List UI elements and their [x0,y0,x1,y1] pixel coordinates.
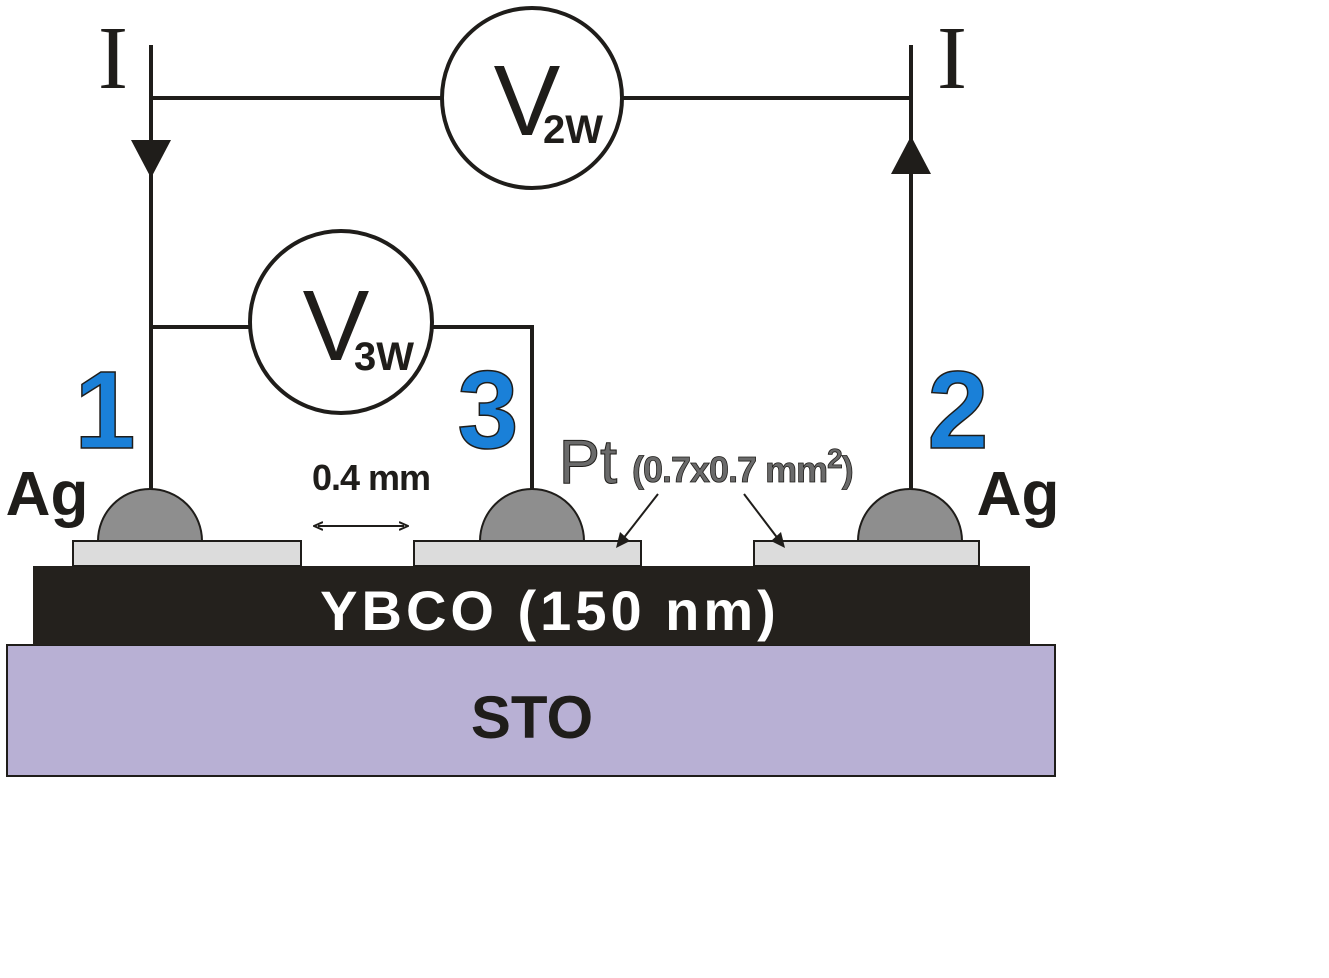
ag-contact-1 [96,488,204,542]
pt-pointer-head-right-icon [771,532,785,548]
pt-pad-3 [413,540,642,567]
contact-number-2: 2 [927,349,988,472]
contact-number-1: 1 [74,349,135,472]
voltmeter-v2w [440,6,624,190]
current-arrow-up-icon [891,136,931,174]
pt-pointer-head-left-icon [616,532,630,548]
ag-contact-2 [856,488,964,542]
voltmeter-v3w [248,229,434,415]
sto-substrate [6,644,1056,777]
spacing-label: 0.4 mm [312,457,430,498]
pt-label: Pt [559,428,618,497]
pt-pad-1 [72,540,302,567]
v2w-symbol: V [494,45,561,157]
pt-pointer-arrow-left-icon [618,493,659,545]
v2w-subscript: 2W [543,108,603,152]
pt-size-label: (0.7x0.7 mm2) [632,443,853,490]
current-arrow-down-icon [131,140,171,178]
contact-number-3: 3 [457,349,518,472]
pt-pad-2 [753,540,980,567]
ag-label-left: Ag [6,460,89,529]
current-label-right: I [937,9,967,108]
v3w-subscript: 3W [354,335,414,379]
ybco-label: YBCO (150 nm) [320,579,780,642]
pt-pointer-arrow-right-icon [743,493,783,545]
ybco-film [33,566,1030,645]
ag-contact-3 [478,488,586,542]
wiring [149,45,913,490]
sto-label: STO [471,684,593,751]
current-label-left: I [98,9,128,108]
ag-label-right: Ag [977,460,1060,529]
v3w-symbol: V [303,270,370,382]
